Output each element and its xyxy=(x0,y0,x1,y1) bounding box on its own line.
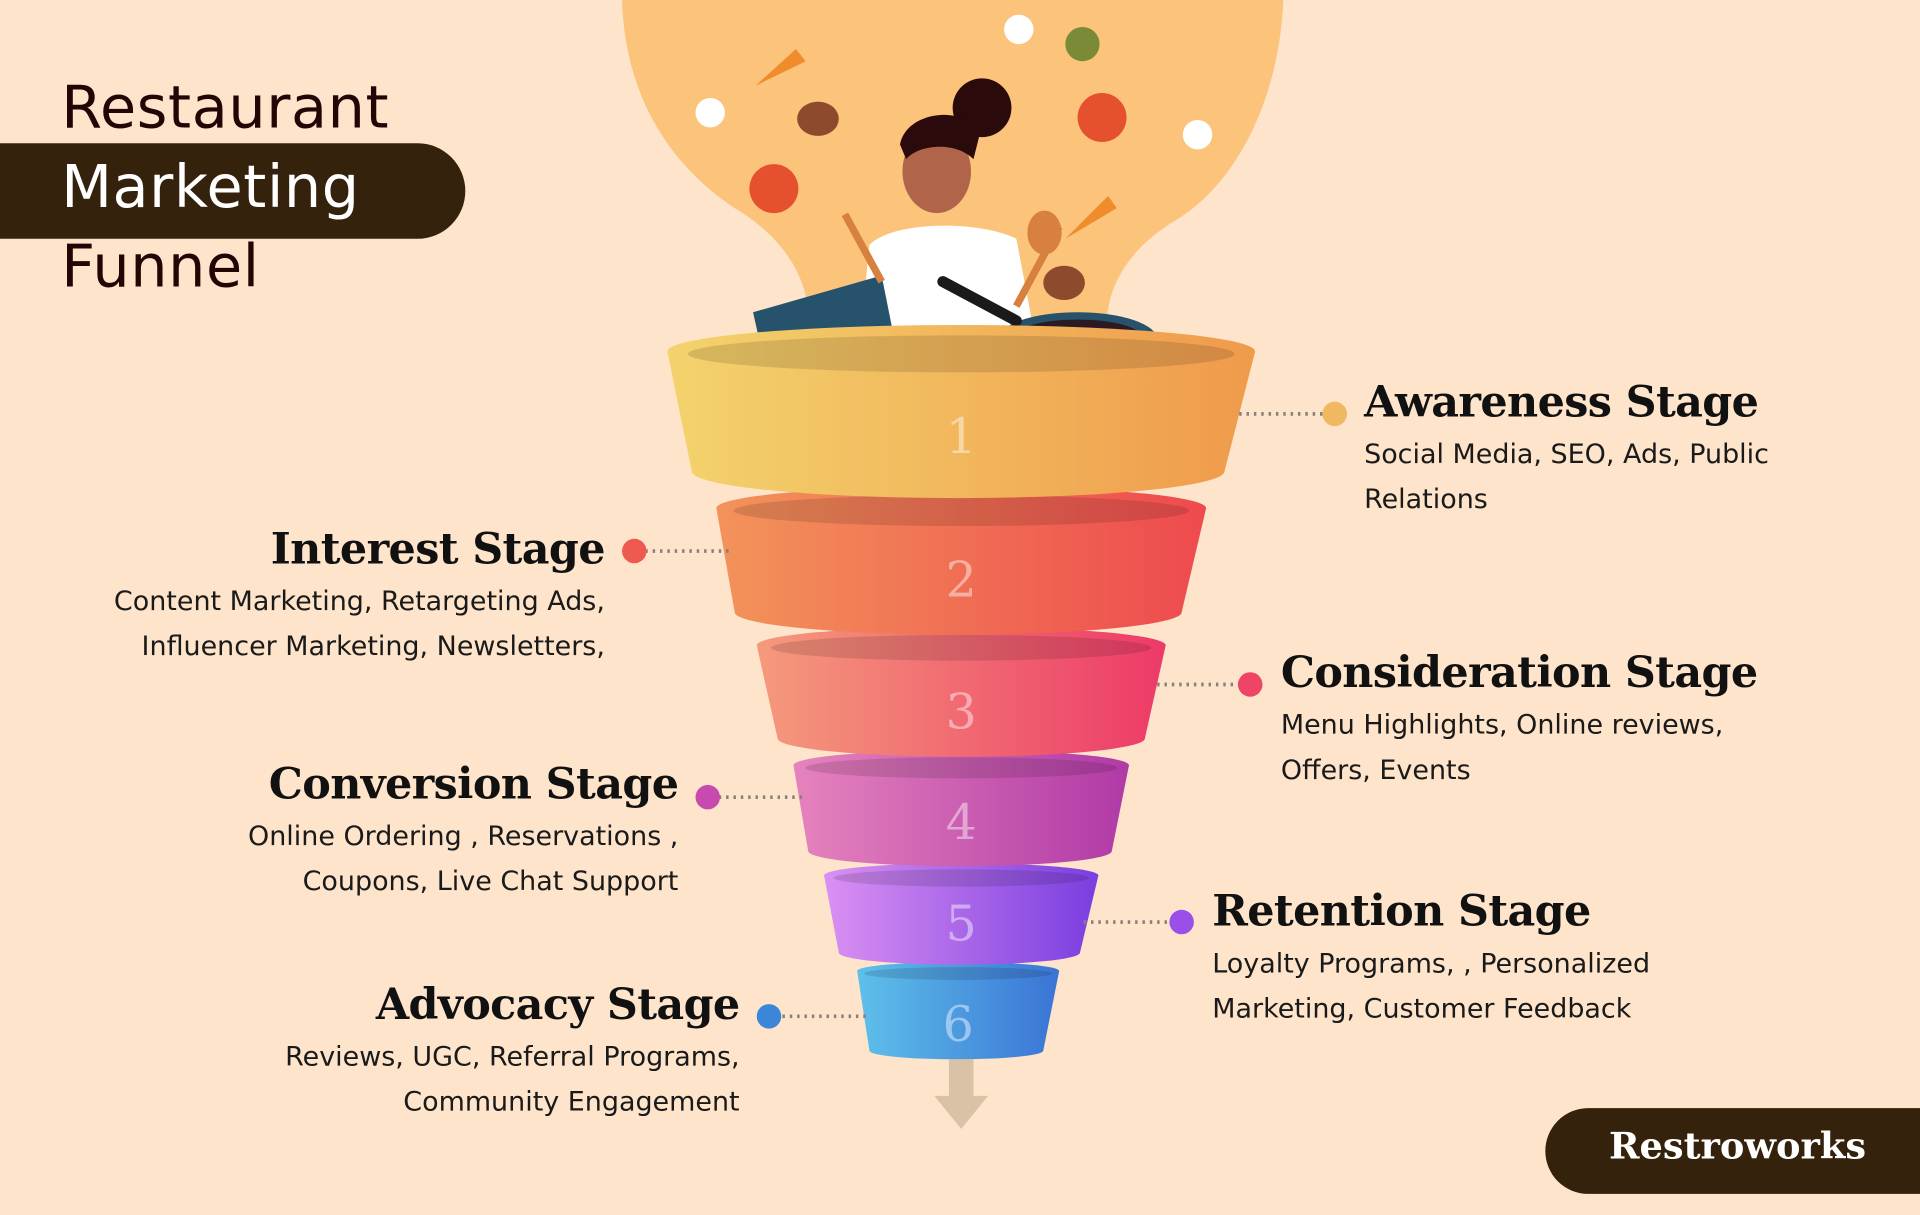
funnel-layer-body xyxy=(716,508,1207,635)
funnel-layer-body xyxy=(857,971,1060,1060)
advocacy-stage: Advocacy Stage Reviews, UGC, Referral Pr… xyxy=(285,979,740,1126)
stage-title: Interest Stage xyxy=(270,524,606,575)
funnel-layer-4: 4 xyxy=(793,750,1129,867)
stage-desc-line: Influencer Marketing, Newsletters, xyxy=(141,631,605,663)
funnel-layer-body xyxy=(667,351,1256,499)
connector-dot xyxy=(622,538,647,564)
funnel-layer-body xyxy=(793,765,1129,867)
stage-number: 5 xyxy=(946,895,977,952)
funnel-layer-inner xyxy=(833,869,1089,887)
connector-dot xyxy=(695,784,721,810)
down-arrow-icon xyxy=(934,1059,989,1129)
funnel-layer-body xyxy=(756,645,1166,757)
stage-number: 4 xyxy=(946,794,977,851)
stage-desc-line: Offers, Events xyxy=(1280,755,1471,787)
stage-title: Awareness Stage xyxy=(1364,377,1759,428)
restroworks-logo: Restroworks xyxy=(1545,1108,1920,1194)
stage-number: 6 xyxy=(943,996,974,1053)
awareness-stage: Awareness Stage Social Media, SEO, Ads, … xyxy=(1364,377,1769,523)
connector-dot xyxy=(756,1004,782,1029)
funnel-layer-rim xyxy=(667,324,1256,378)
funnel-layer-body xyxy=(824,875,1099,965)
funnel-layer-rim xyxy=(824,863,1099,888)
funnel-layer-5: 5 xyxy=(824,863,1099,965)
stage-desc-line: Menu Highlights, Online reviews, xyxy=(1280,710,1724,741)
title-highlight-pill xyxy=(0,143,466,239)
stage-desc-line: Community Engagement xyxy=(403,1087,740,1118)
connector-dot xyxy=(1237,672,1263,697)
conversion-stage: Conversion Stage Online Ordering , Reser… xyxy=(248,759,679,905)
title-line-1: Restaurant xyxy=(61,73,390,143)
funnel: 6 5 4 3 2 1 xyxy=(667,324,1256,1060)
vegetables-decoration xyxy=(695,14,1213,301)
funnel-layer-inner xyxy=(805,757,1118,779)
funnel-layer-6: 6 xyxy=(857,961,1060,1060)
stage-desc-line: Online Ordering , Reservations , xyxy=(248,821,679,853)
retention-stage: Retention Stage Loyalty Programs, , Pers… xyxy=(1212,887,1650,1033)
title-line-2: Marketing xyxy=(61,153,360,222)
funnel-layer-2: 2 xyxy=(716,486,1207,635)
funnel-layer-1: 1 xyxy=(667,324,1256,499)
connector-dot xyxy=(1169,909,1194,935)
stage-number: 3 xyxy=(946,684,977,741)
connector-dot xyxy=(1322,401,1347,427)
stage-desc-line: Relations xyxy=(1364,484,1488,516)
stage-desc-line: Social Media, SEO, Ads, Public xyxy=(1364,439,1769,471)
funnel-layer-inner xyxy=(771,634,1152,661)
funnel-layer-rim xyxy=(716,486,1207,531)
stage-title: Advocacy Stage xyxy=(375,979,740,1030)
stage-desc-line: Reviews, UGC, Referral Programs, xyxy=(285,1042,740,1073)
title-line-3: Funnel xyxy=(61,232,260,302)
stage-title: Conversion Stage xyxy=(268,759,679,810)
funnel-layer-rim xyxy=(756,626,1166,664)
stage-desc-line: Marketing, Customer Feedback xyxy=(1212,994,1632,1025)
funnel-layer-inner xyxy=(864,967,1053,980)
stage-title: Consideration Stage xyxy=(1280,647,1758,698)
connectors xyxy=(622,401,1347,1029)
interest-stage: Interest Stage Content Marketing, Retarg… xyxy=(113,524,606,670)
stage-title: Retention Stage xyxy=(1212,886,1591,937)
stage-desc-line: Loyalty Programs, , Personalized xyxy=(1212,948,1651,980)
funnel-layer-rim xyxy=(793,750,1129,781)
funnel-layer-rim xyxy=(857,961,1060,981)
stage-desc-line: Coupons, Live Chat Support xyxy=(302,866,679,898)
funnel-layer-inner xyxy=(733,495,1189,527)
funnel-layer-3: 3 xyxy=(756,626,1166,757)
logo-text: Restroworks xyxy=(1608,1125,1867,1169)
stage-number: 2 xyxy=(946,551,977,608)
consideration-stage: Consideration Stage Menu Highlights, Onl… xyxy=(1281,648,1758,794)
stage-number: 1 xyxy=(946,408,977,465)
stage-desc-line: Content Marketing, Retargeting Ads, xyxy=(113,586,605,618)
funnel-layer-inner xyxy=(687,335,1235,373)
